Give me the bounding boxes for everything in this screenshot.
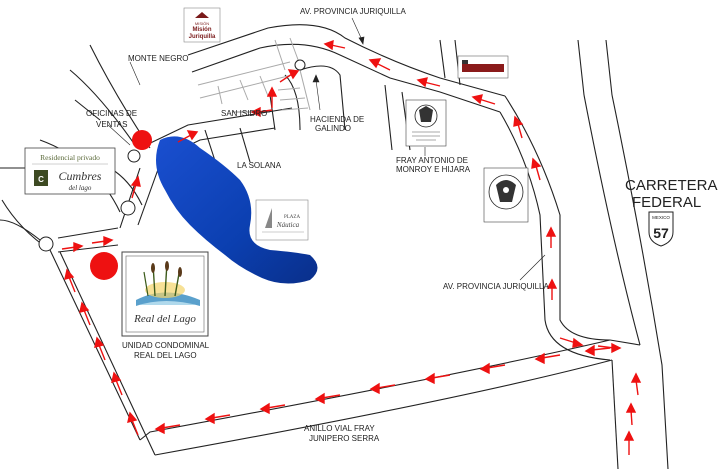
arrow-top-3: [416, 77, 441, 88]
marker-real-del-lago[interactable]: [90, 252, 118, 280]
logo-mision-juriquilla: MISIÓN Misión Juriquilla: [183, 7, 221, 43]
svg-text:C: C: [38, 175, 44, 184]
logo-real-del-lago: Real del Lago: [121, 251, 209, 337]
arrow-anillo-7: [259, 402, 286, 415]
arrow-anillo-1: [584, 344, 611, 357]
label-la-solana: LA SOLANA: [237, 161, 282, 170]
label-san-isidro: SAN ISIDRO: [221, 109, 267, 118]
arrow-left-4: [79, 301, 91, 326]
arrow-inner-1: [266, 86, 278, 108]
logo-university-top: [457, 55, 509, 79]
arrow-anillo-5: [369, 382, 396, 395]
svg-text:PLAZA: PLAZA: [284, 215, 301, 220]
arrow-left-5: [64, 268, 76, 293]
arrow-right-4: [546, 278, 558, 300]
svg-text:MISIÓN: MISIÓN: [195, 21, 209, 26]
label-av-provincia-top: AV. PROVINCIA JURIQUILLA: [300, 7, 406, 16]
highway-57-shield: MEXICO 57: [648, 211, 674, 247]
arrow-up-1: [130, 175, 141, 199]
label-fray-antonio-1: FRAY ANTONIO DE: [396, 156, 468, 165]
arrow-inner-2: [279, 69, 300, 83]
roads: [0, 24, 669, 469]
arrow-left-2: [111, 371, 123, 396]
arrow-curve-2: [597, 342, 622, 354]
label-carretera-2: FEDERAL: [632, 194, 701, 211]
route-arrows: [61, 39, 642, 455]
arrow-left-3: [94, 336, 106, 361]
label-hacienda-2: GALINDO: [315, 124, 351, 133]
arrow-top-1: [323, 39, 346, 51]
label-oficinas-1: OFICINAS DE: [86, 109, 137, 118]
roundabouts: [38, 59, 306, 252]
svg-text:MEXICO: MEXICO: [652, 215, 670, 220]
label-leaders: [107, 17, 546, 281]
arrow-anillo-6: [314, 392, 341, 405]
svg-text:Cumbres: Cumbres: [59, 169, 102, 183]
logo-cumbres-del-lago: Residencial privado C Cumbres del lago: [24, 147, 116, 195]
label-fray-antonio-2: MONROY E HIJARA: [396, 165, 471, 174]
logo-unam: [405, 99, 447, 147]
svg-text:del lago: del lago: [69, 184, 92, 192]
arrow-h-1: [61, 241, 84, 253]
marker-sales-office[interactable]: [132, 130, 152, 150]
label-unidad-2: REAL DEL LAGO: [134, 351, 197, 360]
logo-plaza-nautica: PLAZA Náutica: [255, 199, 309, 241]
label-oficinas-2: VENTAS: [96, 120, 127, 129]
label-monte-negro: MONTE NEGRO: [128, 54, 188, 63]
svg-text:Real del Lago: Real del Lago: [133, 313, 196, 325]
svg-text:Residencial privado: Residencial privado: [40, 153, 100, 162]
arrow-carretera-3: [630, 372, 642, 396]
lake: [156, 136, 318, 284]
arrow-left-1: [127, 411, 139, 436]
arrow-curve-1: [559, 337, 584, 348]
arrow-anillo-8: [204, 412, 231, 425]
label-unidad-1: UNIDAD CONDOMINAL: [122, 341, 210, 350]
arrow-anillo-2: [534, 352, 561, 365]
arrow-right-3: [545, 226, 557, 248]
arrow-carretera-1: [623, 430, 635, 455]
label-av-provincia-right: AV. PROVINCIA JURIQUILLA: [443, 282, 549, 291]
arrow-top-2: [368, 58, 391, 71]
arrow-top-4: [471, 94, 496, 105]
svg-text:Náutica: Náutica: [276, 221, 300, 229]
arrow-carretera-2: [625, 402, 637, 426]
label-anillo-1: ANILLO VIAL FRAY: [304, 424, 375, 433]
label-anillo-2: JUNIPERO SERRA: [309, 434, 380, 443]
roundabout-north: [127, 149, 141, 163]
svg-text:57: 57: [653, 225, 669, 241]
svg-text:Juriquilla: Juriquilla: [189, 34, 216, 40]
arrow-anillo-9: [154, 422, 181, 435]
logo-right-crest: [483, 167, 529, 223]
label-carretera-1: CARRETERA: [625, 177, 718, 194]
roundabout-hacienda: [294, 59, 306, 71]
arrow-anillo-4: [424, 372, 451, 385]
arrow-right-2: [531, 157, 542, 181]
roundabout-west: [38, 236, 54, 252]
residential-streets: [197, 37, 311, 111]
arrow-lake-top: [177, 130, 199, 143]
label-hacienda-1: HACIENDA DE: [310, 115, 364, 124]
arrow-h-2: [91, 235, 114, 247]
roundabout-central: [120, 200, 136, 216]
svg-text:Misión: Misión: [193, 27, 212, 33]
arrow-anillo-3: [479, 362, 506, 375]
arrow-right-1: [513, 115, 524, 139]
